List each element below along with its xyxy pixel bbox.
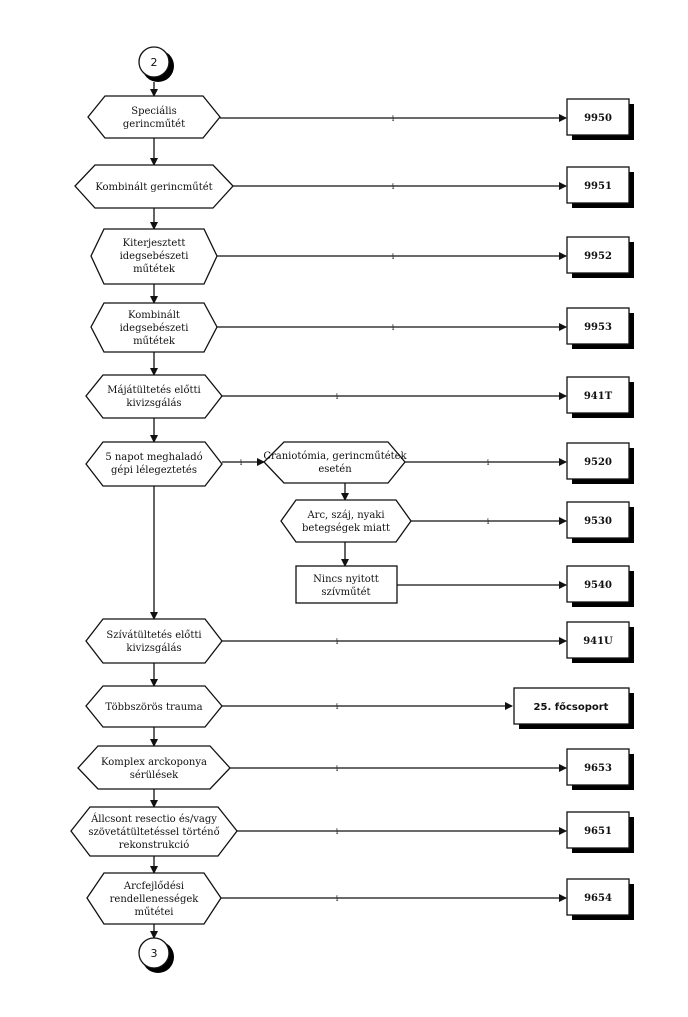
code-text: 941U [583,636,613,647]
code-text: 9530 [584,516,612,527]
decision-text: Állcsont resectio és/vagy [90,813,217,825]
branch-label: i [392,323,395,332]
start-connector: 2 [138,46,174,82]
code-box-9950: 9950 [566,98,634,140]
decision-szívátültetés-előtti-kivizsgálás: Szívátültetés előtti kivizsgálás [85,618,223,664]
decision-text: műtétek [133,264,176,275]
decision-text: Szívátültetés előtti [106,630,201,641]
code-box-9530: 9530 [566,501,634,543]
decision-text: sérülések [130,770,179,781]
code-text: 9951 [584,181,612,192]
decision-text: műtétei [135,907,174,918]
branch-label: i [336,764,339,773]
decision-komplex-arckoponya-sérülések: Komplex arckoponya sérülések [77,745,231,790]
decision-text: Kombinált [128,310,180,321]
decision-text: Kiterjesztett [123,238,186,249]
decision-text: szívműtét [321,587,370,598]
branch-label: i [240,458,243,467]
code-box-9654: 9654 [566,878,634,920]
connector-label: 2 [151,56,158,69]
decision-text: kivizsgálás [126,398,181,409]
decision-kombinált-idegsebészeti-műtétek: Kombinált idegsebészeti műtétek [90,302,218,353]
code-box-9953: 9953 [566,307,634,349]
decision-text: Craniotómia, gerincműtétek [263,451,407,462]
decision-arc-száj-nyaki-betegségek-miatt: Arc, száj, nyaki betegségek miatt [280,499,412,543]
code-text: 9540 [584,580,612,591]
code-box-941T: 941T [566,376,634,418]
decision-text: betegségek miatt [302,523,390,534]
decision-text: Komplex arckoponya [101,757,207,768]
decision-text: műtétek [133,336,176,347]
decision-craniotómia-gerincműtétek-esetén: Craniotómia, gerincműtétek esetén [263,441,408,484]
decision-text: esetén [318,464,352,475]
code-box-9651: 9651 [566,811,634,853]
decision-kombinált-gerincműtét: Kombinált gerincműtét [74,164,234,209]
code-text: 9952 [584,251,612,262]
decision-text: gépi lélegeztetés [111,465,197,476]
decision-májátültetés-előtti-kivizsgálás: Májátültetés előtti kivizsgálás [85,374,223,419]
branch-label: i [392,114,395,123]
decision-text: szövetátültetéssel történő [88,827,219,838]
decision-text: Többszörös trauma [105,702,202,713]
decision-text: Májátültetés előtti [107,385,200,396]
decision-text: rendellenességek [110,894,200,905]
code-text: 9653 [584,763,612,774]
code-text: 9950 [584,113,612,124]
decision-text: Arcfejlődési [123,881,184,892]
branch-label: i [336,894,339,903]
code-box-25-főcsoport: 25. főcsoport [513,687,634,729]
decision-állcsont-resectio-rekonstrukció: Állcsont resectio és/vagy szövetátülteté… [70,806,238,857]
branch-label: i [336,392,339,401]
decision-text: 5 napot meghaladó [105,452,202,463]
decision-nincs-nyitott-szívműtét: Nincs nyitott szívműtét [295,565,398,604]
code-text: 9520 [584,457,612,468]
decision-text: Nincs nyitott [313,574,379,585]
code-text: 941T [584,391,613,402]
code-text: 9654 [584,893,612,904]
code-box-9520: 9520 [566,442,634,484]
decision-text: Kombinált gerincműtét [95,182,212,193]
decision-kiterjesztett-idegsebészeti-műtétek: Kiterjesztett idegsebészeti műtétek [90,228,218,285]
decision-text: rekonstrukció [119,840,189,851]
code-text: 9953 [584,322,612,333]
decision-text: gerincműtét [123,119,185,130]
branch-label: i [336,637,339,646]
code-box-941U: 941U [566,621,634,663]
branch-label: i [392,252,395,261]
branch-label: i [392,182,395,191]
branch-label: i [487,517,490,526]
decision-5-napot-meghaladó-gépi-lélegeztetés: 5 napot meghaladó gépi lélegeztetés [85,441,223,487]
code-box-9952: 9952 [566,236,634,278]
branch-label: i [487,458,490,467]
decision-text: kivizsgálás [126,643,181,654]
flow-lines [150,82,567,939]
decision-text: idegsebészeti [120,251,189,262]
branch-label: i [336,702,339,711]
code-box-9653: 9653 [566,748,634,790]
branch-labels: i i i i i i i i i i i i i [240,114,490,903]
code-box-9540: 9540 [566,565,634,607]
code-box-9951: 9951 [566,166,634,208]
decision-többszörös-trauma: Többszörös trauma [85,685,223,728]
connector-label: 3 [151,947,158,960]
branch-label: i [336,827,339,836]
decision-text: idegsebészeti [120,323,189,334]
decision-text: Arc, száj, nyaki [306,510,384,521]
code-text: 25. főcsoport [534,701,609,713]
decision-speciális-gerincműtét: Speciális gerincműtét [87,95,221,139]
decision-text: Speciális [131,106,176,117]
end-connector: 3 [138,937,174,973]
code-text: 9651 [584,826,612,837]
decision-arcfejlődési-rendellenességek-műtétei: Arcfejlődési rendellenességek műtétei [86,872,222,925]
